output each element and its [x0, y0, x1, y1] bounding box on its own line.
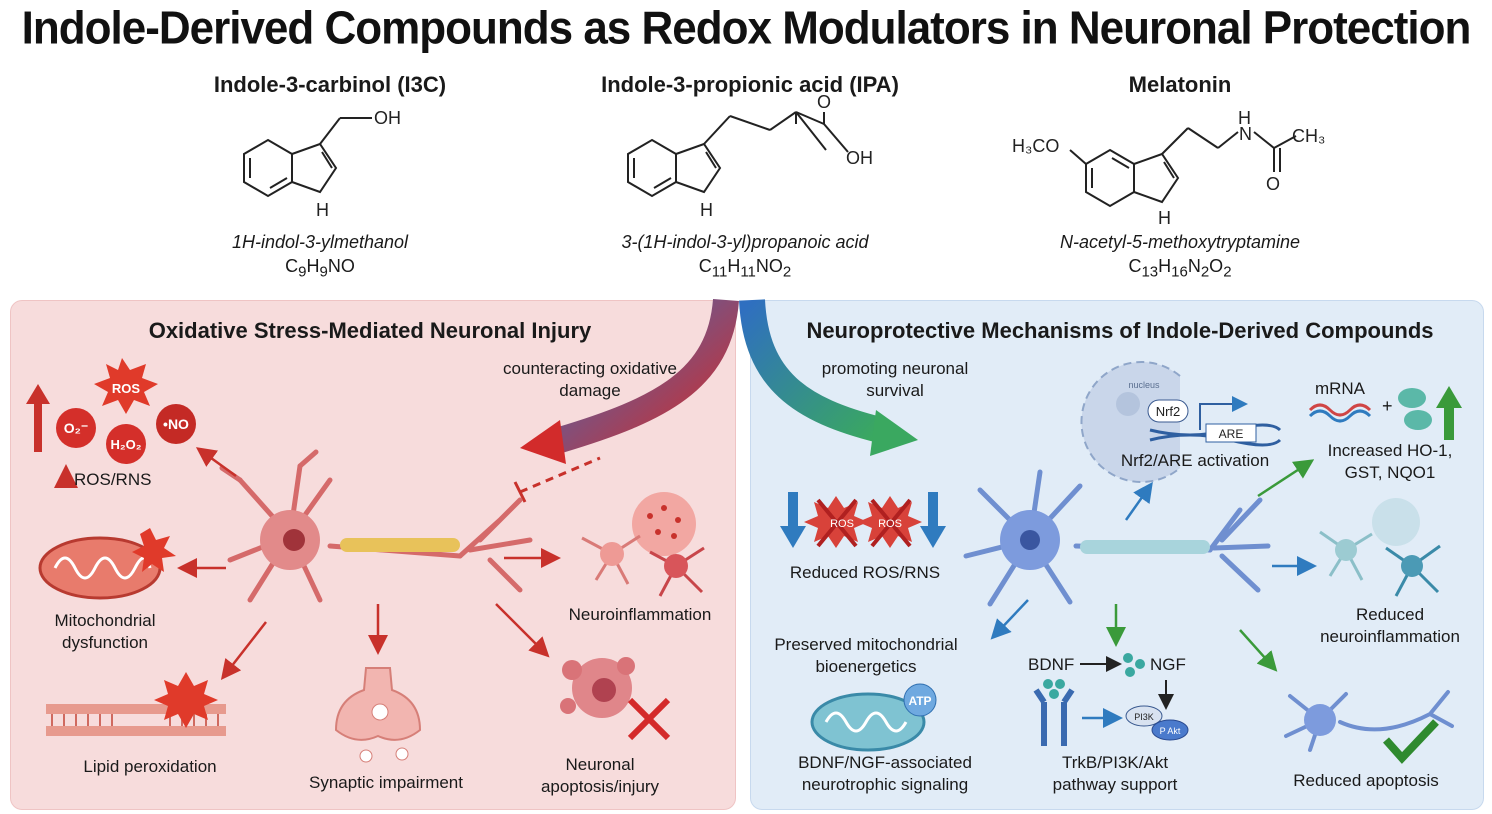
arrow-to-protection	[739, 299, 884, 443]
reduced-ros-icon	[780, 492, 946, 548]
i3c-structure	[243, 117, 372, 198]
ros-rns-label: ROS/RNS	[74, 470, 152, 489]
species-h2o2: H₂O₂	[110, 437, 141, 452]
species-superoxide: O₂⁻	[64, 420, 89, 436]
mrna-enzymes-icon	[1308, 386, 1462, 440]
reduced-inflammation-label: Reduced neuroinflammation	[1320, 605, 1460, 646]
melatonin-nh-chain-label: H	[1238, 108, 1251, 128]
lipid-membrane-icon	[46, 672, 226, 736]
protection-panel-title: Neuroprotective Mechanisms of Indole-Der…	[806, 318, 1434, 343]
nucleus-nrf2-icon	[1080, 361, 1282, 483]
damaged-neuron-icon	[219, 449, 533, 603]
neuronal-apoptosis-label: Neuronal apoptosis/injury	[540, 755, 660, 796]
i3c-oh-label: OH	[374, 108, 401, 128]
ros-mark-2: ROS	[878, 518, 902, 530]
pi3k-label: PI3K	[1134, 712, 1154, 722]
plus-sign: +	[1382, 396, 1393, 416]
promoting-label: promoting neuronal survival	[821, 359, 969, 400]
formula-i3c: C9H9NO	[285, 256, 355, 281]
apoptotic-cell-icon	[560, 657, 671, 741]
enzymes-label: Increased HO-1, GST, NQO1	[1327, 441, 1453, 482]
compound-name-i3c: Indole-3-carbinol (I3C)	[213, 72, 447, 97]
iupac-ipa: 3-(1H-indol-3-yl)propanoic acid	[621, 232, 869, 252]
ipa-nh-label: H	[700, 200, 713, 220]
reduced-inflammation-icon	[1319, 498, 1441, 597]
counteracting-label: counteracting oxidative damage	[503, 359, 677, 400]
species-no: •NO	[163, 416, 189, 432]
iupac-i3c: 1H-indol-3-ylmethanol	[231, 232, 409, 252]
melatonin-ch3-label: CH₃	[1292, 126, 1325, 146]
ipa-o-label: O	[817, 92, 831, 112]
mito-dysfunction-label: Mitochondrial dysfunction	[54, 611, 156, 652]
preserved-mito-label: Preserved mitochondrial bioenergetics	[774, 635, 958, 676]
akt-label: P Akt	[1160, 726, 1181, 736]
formula-melatonin: C13H16N2O2	[1128, 256, 1232, 281]
species-ros: ROS	[112, 381, 141, 396]
ngf-label: NGF	[1150, 655, 1186, 674]
ipa-oh-label: OH	[846, 148, 873, 168]
nucleus-label: nucleus	[1128, 380, 1160, 390]
bdnf-label: BDNF	[1028, 655, 1075, 674]
are-label: ARE	[1219, 427, 1244, 441]
neuroinflammation-label: Neuroinflammation	[568, 605, 712, 624]
healthy-neuron-icon	[963, 469, 1271, 607]
surviving-neuron-icon	[1284, 690, 1454, 764]
melatonin-n-label: N	[1239, 124, 1252, 144]
damaged-mitochondrion-icon	[38, 528, 176, 600]
injury-panel-title: Oxidative Stress-Mediated Neuronal Injur…	[148, 318, 592, 343]
healthy-mitochondrion-icon	[810, 683, 937, 752]
i3c-nh-label: H	[316, 200, 329, 220]
formula-ipa: C11H11NO2	[698, 256, 792, 281]
neuroinflammation-icon	[581, 492, 705, 597]
nrf2-label: Nrf2	[1156, 404, 1181, 419]
ros-burst-icon	[94, 358, 158, 414]
melatonin-structure	[1069, 127, 1297, 208]
ros-mark-1: ROS	[830, 518, 854, 530]
reduced-apoptosis-label: Reduced apoptosis	[1293, 771, 1439, 790]
synaptic-impairment-label: Synaptic impairment	[308, 773, 463, 792]
trkb-pathway-icon	[1033, 653, 1189, 746]
page-title: Indole-Derived Compounds as Redox Modula…	[21, 2, 1472, 55]
neurotrophic-label: BDNF/NGF-associated neurotrophic signali…	[798, 753, 972, 794]
lipid-peroxidation-label: Lipid peroxidation	[83, 757, 217, 776]
reduced-ros-label: Reduced ROS/RNS	[789, 563, 941, 582]
atp-label: ATP	[908, 694, 931, 708]
chemical-structures: OH H O OH H H₃CO H N CH₃ O H	[243, 92, 1325, 228]
mrna-label: mRNA	[1314, 379, 1366, 398]
melatonin-o-label: O	[1266, 174, 1280, 194]
iupac-melatonin: N-acetyl-5-methoxytryptamine	[1059, 232, 1301, 252]
melatonin-nh-label: H	[1158, 208, 1171, 228]
trkb-pathway-label: TrkB/PI3K/Akt pathway support	[1052, 753, 1178, 794]
ipa-structure	[627, 111, 849, 198]
arrow-to-injury	[556, 298, 739, 453]
melatonin-meo-label: H₃CO	[1012, 136, 1059, 156]
nrf2-activation-label: Nrf2/ARE activation	[1120, 451, 1270, 470]
compound-name-melatonin: Melatonin	[1128, 72, 1232, 97]
compound-name-ipa: Indole-3-propionic acid (IPA)	[601, 72, 899, 97]
synapse-icon	[334, 667, 422, 763]
